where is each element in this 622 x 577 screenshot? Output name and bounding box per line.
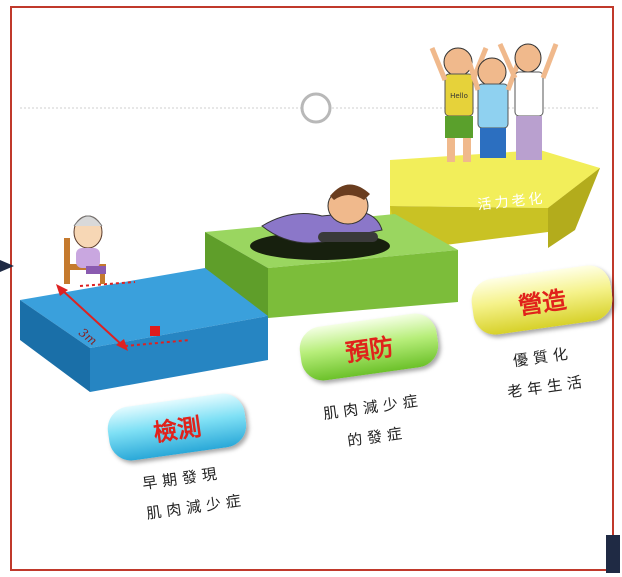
- cheering-group-figure: Hello: [429, 42, 559, 162]
- step-label-text: 預防: [343, 331, 396, 367]
- slide-frame: [10, 6, 614, 571]
- step-label-text: 營造: [516, 284, 569, 320]
- fallen-person-figure: [250, 184, 390, 260]
- frame-corner-accent: [606, 535, 620, 573]
- caption-create: 優質化 老年生活: [501, 337, 589, 408]
- badge-text: Hello: [450, 92, 468, 100]
- blue-step: [20, 268, 268, 392]
- seated-elder-figure: [64, 215, 106, 284]
- pointer-arrow-icon: [0, 260, 14, 272]
- step-label-text: 檢測: [151, 411, 204, 447]
- arrow-label: 活力老化: [477, 191, 546, 214]
- yellow-step: [390, 150, 600, 252]
- distance-marker: [56, 281, 191, 351]
- divider-ring: [300, 92, 332, 124]
